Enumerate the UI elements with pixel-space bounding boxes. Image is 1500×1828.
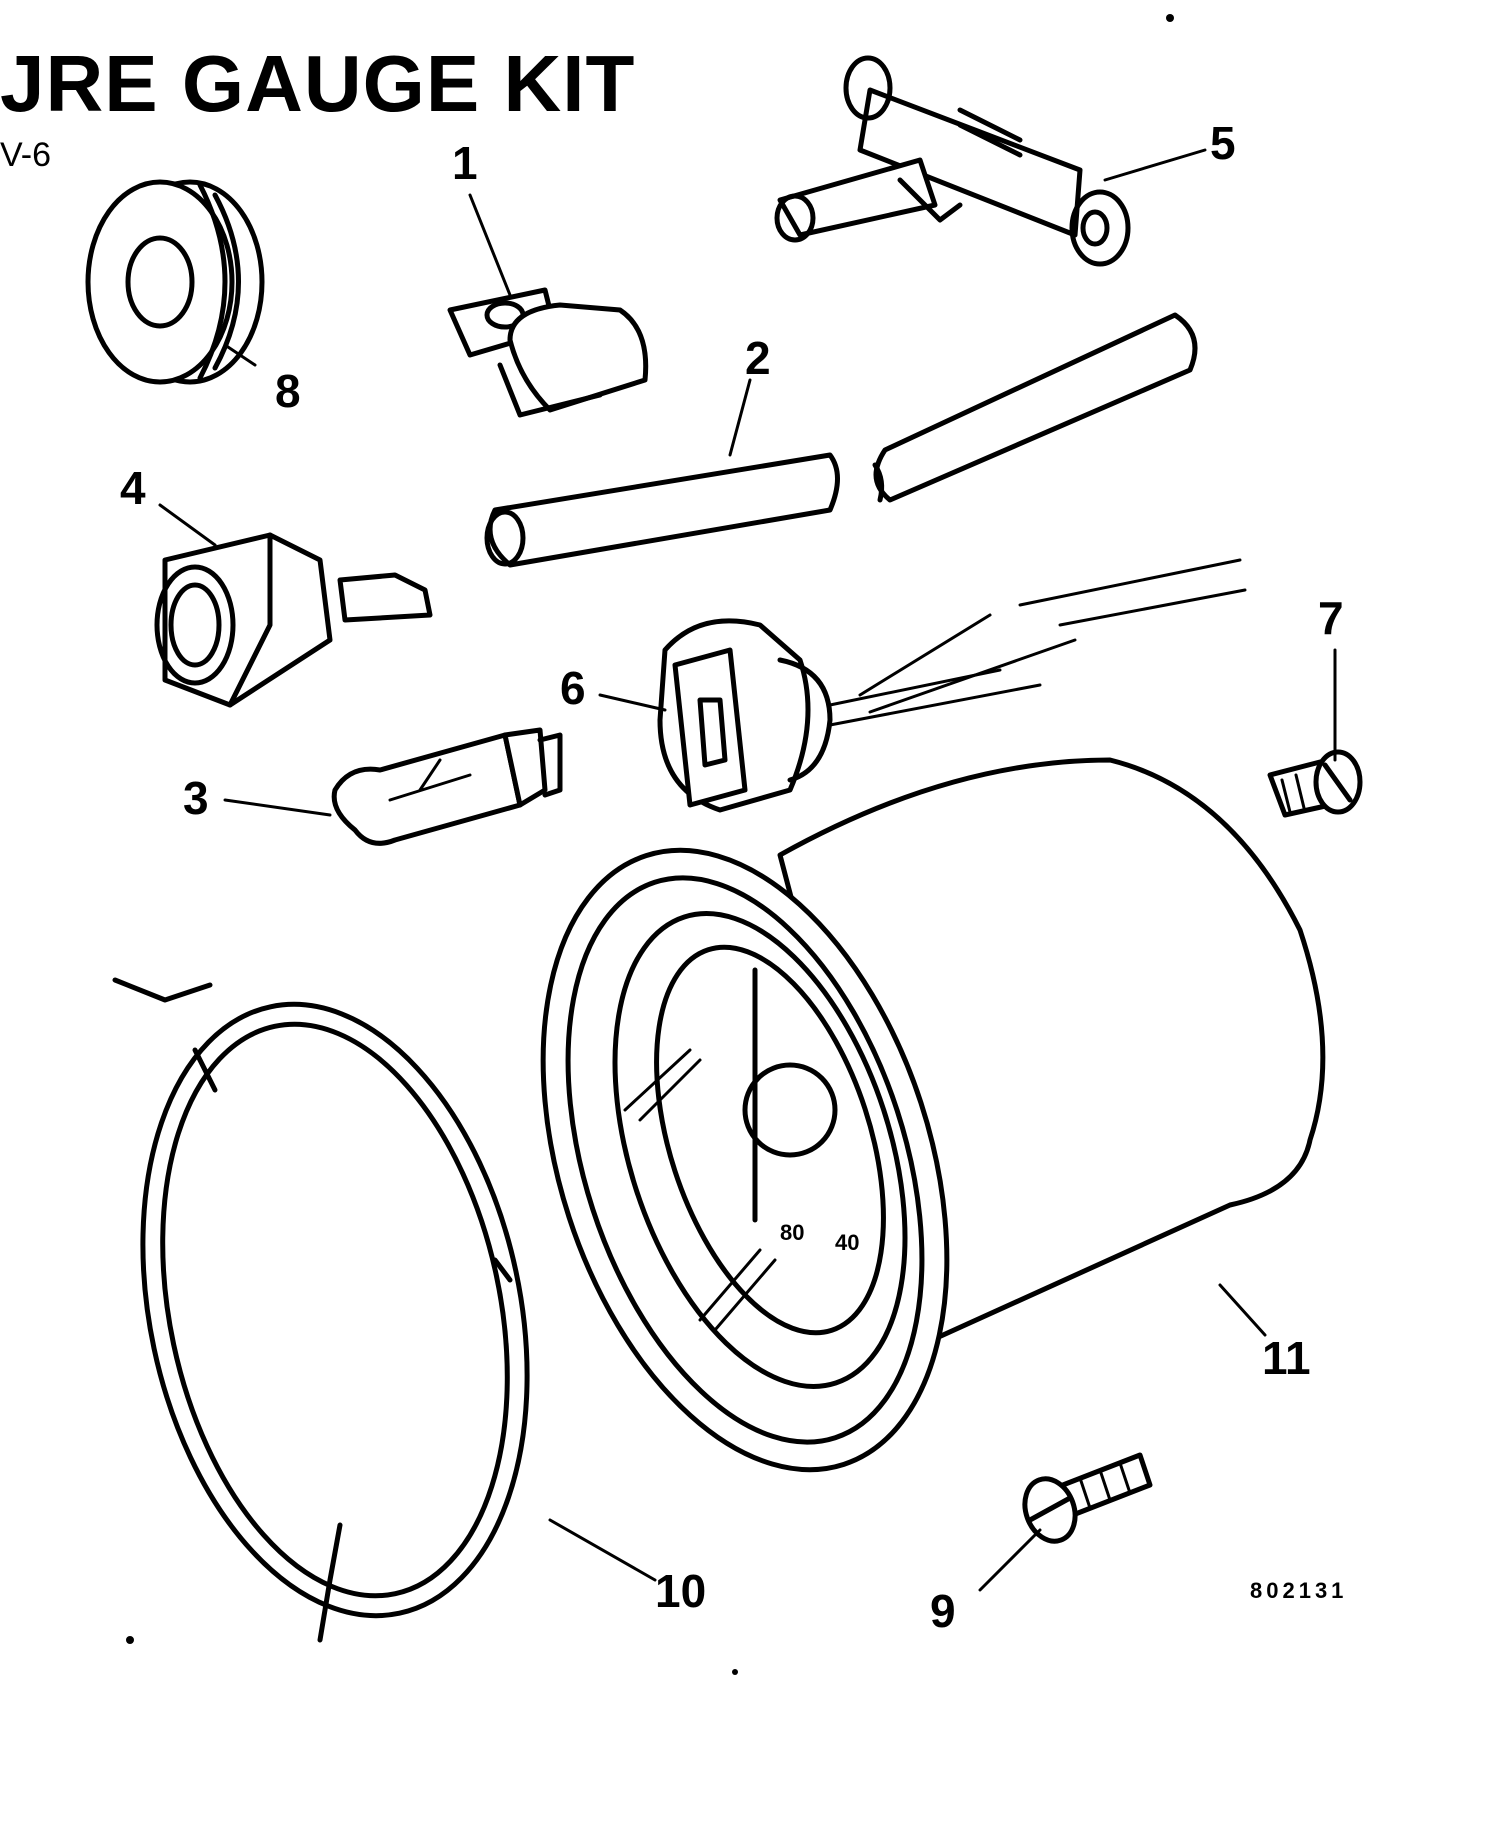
grommet-part-8 — [85, 179, 265, 385]
adapter-fitting-part-4 — [154, 532, 433, 708]
callout-8: 8 — [275, 365, 301, 417]
bulb-part-3 — [331, 727, 563, 846]
hose-part-2 — [484, 312, 1198, 568]
drawing-code: 802131 — [1250, 1578, 1348, 1603]
diagram-title: JRE GAUGE KIT — [0, 39, 636, 128]
speck — [1166, 14, 1174, 22]
callout-7: 7 — [1318, 592, 1344, 644]
clamp-part-1 — [447, 287, 649, 418]
callout-4: 4 — [120, 462, 146, 514]
screw-part-9 — [1022, 1452, 1153, 1544]
sender-harness-part-6 — [657, 558, 1247, 813]
gauge-body-part-11: 80 40 — [540, 757, 1326, 1473]
bezel-ring-part-10 — [112, 977, 530, 1643]
callout-6: 6 — [560, 662, 586, 714]
diagram-subtitle: V-6 — [0, 136, 52, 174]
tee-fitting-part-5 — [774, 55, 1131, 267]
callout-11: 11 — [1262, 1332, 1311, 1384]
screw-part-7 — [1267, 749, 1363, 818]
callout-3: 3 — [183, 772, 209, 824]
callout-9: 9 — [930, 1585, 956, 1637]
leader-lines — [158, 148, 1337, 1592]
callout-5: 5 — [1210, 117, 1236, 169]
svg-text:40: 40 — [835, 1230, 859, 1255]
speck — [732, 1669, 738, 1675]
callout-1: 1 — [452, 137, 478, 189]
callout-10: 10 — [655, 1565, 707, 1617]
callout-2: 2 — [745, 332, 771, 384]
speck — [126, 1636, 134, 1644]
svg-text:80: 80 — [780, 1220, 804, 1245]
